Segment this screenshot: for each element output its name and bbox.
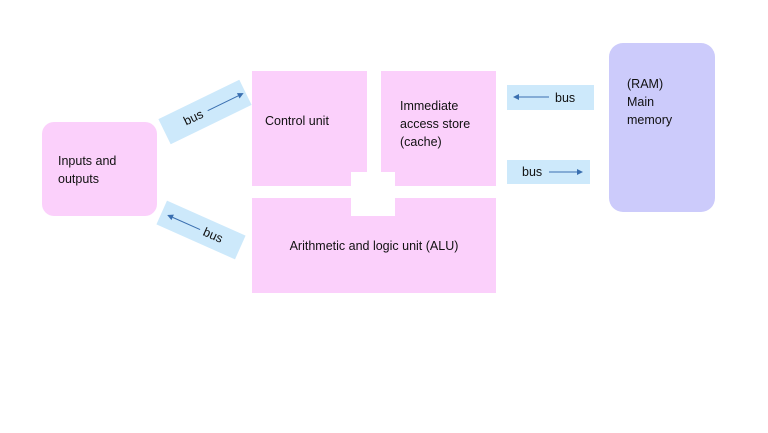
ram-label-line-3: memory — [627, 113, 673, 127]
bus-ram-to-cache: bus — [507, 85, 594, 110]
ram-label-line-2: Main — [627, 95, 655, 109]
arrow-right-icon — [549, 169, 583, 175]
control-unit-label: Control unit — [265, 114, 329, 128]
arrow-left-icon — [513, 94, 549, 100]
bus-label: bus — [181, 106, 206, 129]
arrow-right-icon — [207, 93, 244, 112]
bus-io-to-control: bus — [158, 79, 252, 145]
cache-label-line-2: access store — [400, 117, 471, 131]
bus-label: bus — [522, 165, 543, 179]
ram-block: (RAM) Main memory — [609, 43, 715, 212]
bus-label: bus — [555, 90, 576, 105]
cache-label-line-1: Immediate — [400, 99, 459, 113]
control-unit-block: Control unit — [252, 71, 367, 186]
io-label-line-1: Inputs and — [58, 154, 117, 168]
cache-block: Immediate access store (cache) — [381, 71, 496, 186]
bus-cache-to-ram: bus — [507, 160, 590, 184]
cpu-connector-gap — [351, 172, 395, 216]
cache-label-line-3: (cache) — [400, 135, 442, 149]
ram-label-line-1: (RAM) — [627, 77, 664, 91]
alu-label: Arithmetic and logic unit (ALU) — [289, 238, 459, 253]
inputs-outputs-block: Inputs and outputs — [42, 122, 157, 216]
bus-label: bus — [200, 224, 226, 246]
arrow-left-icon — [167, 214, 201, 231]
bus-alu-to-io: bus — [156, 200, 246, 260]
io-label-line-2: outputs — [58, 172, 100, 186]
